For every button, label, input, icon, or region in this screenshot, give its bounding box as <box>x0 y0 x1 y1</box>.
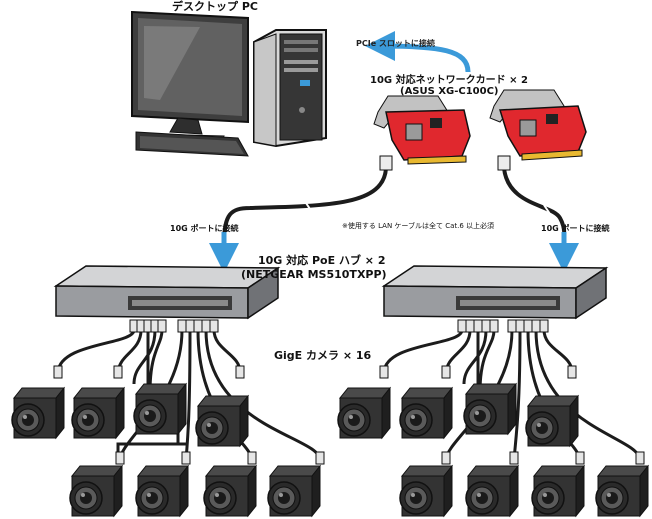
gige-camera-icon <box>465 464 520 518</box>
camera-title: GigE カメラ × 16 <box>274 349 372 362</box>
gige-camera-icon <box>71 386 126 440</box>
gige-camera-icon <box>463 382 518 436</box>
pc-label: デスクトップ PC <box>172 0 258 13</box>
pcie-label: PCIe スロットに接続 <box>356 39 435 48</box>
gige-camera-icon <box>525 394 580 448</box>
network-card-icon <box>373 95 471 165</box>
cable-connector <box>53 319 645 465</box>
gige-camera-icon <box>595 464 650 518</box>
cable-connector <box>305 155 551 215</box>
nic-model: (ASUS XG-C100C) <box>400 86 499 97</box>
gige-camera-icon <box>195 394 250 448</box>
pc-tower-icon <box>253 29 327 148</box>
camera-group <box>11 382 650 518</box>
poe-switch-icon <box>53 265 281 320</box>
arrow-icon <box>365 31 471 73</box>
port-label-right: 10G ポートに接続 <box>541 224 610 233</box>
gige-camera-icon <box>531 464 586 518</box>
hub-title: 10G 対応 PoE ハブ × 2 <box>258 254 386 267</box>
keyboard-icon <box>135 131 249 157</box>
poe-switch-icon <box>381 265 609 320</box>
hub-model: (NETGEAR MS510TXPP) <box>241 268 387 281</box>
gige-camera-icon <box>399 386 454 440</box>
gige-camera-icon <box>11 386 66 440</box>
gige-camera-icon <box>203 464 258 518</box>
cable-note: ※使用する LAN ケーブルは全て Cat.6 以上必須 <box>342 222 495 230</box>
gige-camera-icon <box>133 382 188 436</box>
nic-title: 10G 対応ネットワークカード × 2 <box>370 75 528 86</box>
gige-camera-icon <box>267 464 322 518</box>
gige-camera-icon <box>337 386 392 440</box>
port-label-left: 10G ポートに接続 <box>170 224 239 233</box>
monitor-icon <box>131 10 249 143</box>
network-card-icon <box>489 89 587 161</box>
gige-camera-icon <box>135 464 190 518</box>
gige-camera-icon <box>69 464 124 518</box>
gige-camera-icon <box>399 464 454 518</box>
